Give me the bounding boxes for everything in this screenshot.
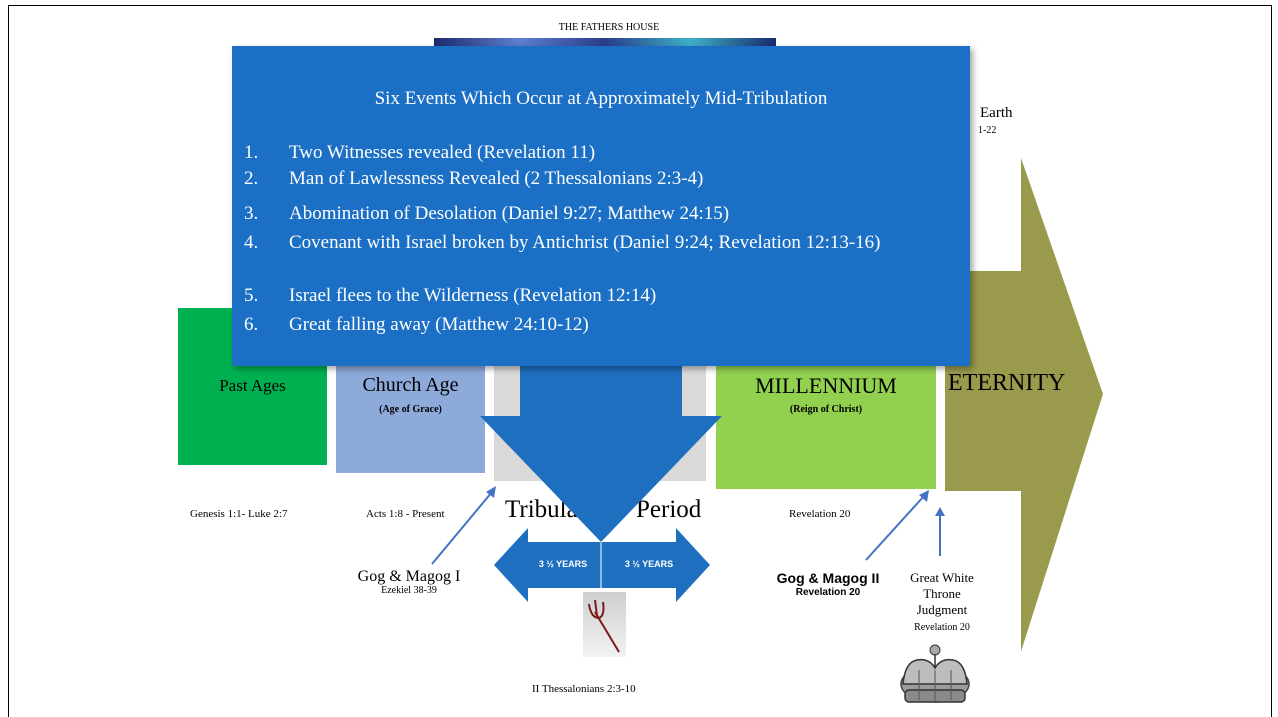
gog2-pointer-arrow	[865, 490, 929, 561]
events-title: Six Events Which Occur at Approximately …	[374, 88, 828, 109]
gog2-ref: Revelation 20	[795, 587, 861, 598]
event-number: 3.	[244, 203, 259, 224]
gog2-title: Gog & Magog II	[776, 570, 880, 586]
tribulation-label-end: Period	[636, 496, 702, 523]
millennium-sub: (Reign of Christ)	[789, 404, 863, 415]
white-throne-line2: Throne	[923, 586, 961, 601]
eternity-arrow	[943, 151, 1106, 659]
eternity-label: ETERNITY	[948, 370, 1066, 396]
white-throne-ref: Revelation 20	[914, 622, 970, 633]
crown-icon	[900, 644, 970, 703]
trident-icon	[588, 599, 620, 653]
white-throne-line3: Judgment	[916, 602, 968, 617]
frame-top-line	[8, 5, 1272, 6]
church-age-box	[336, 345, 485, 473]
frame-left-line	[8, 5, 9, 717]
church-age-sub: (Age of Grace)	[379, 404, 442, 415]
event-number: 1.	[244, 142, 259, 163]
event-number: 2.	[244, 168, 259, 189]
frame-right-line	[1271, 5, 1272, 717]
revelation20-ref: Revelation 20	[789, 508, 851, 520]
event-text: Abomination of Desolation (Daniel 9:27; …	[289, 203, 730, 224]
event-text: Covenant with Israel broken by Antichris…	[289, 232, 881, 253]
house-title: THE FATHERS HOUSE	[558, 22, 660, 33]
years-double-arrow	[494, 528, 710, 602]
gog1-ref: Ezekiel 38-39	[381, 585, 437, 596]
event-text: Man of Lawlessness Revealed (2 Thessalon…	[289, 168, 704, 189]
mid-tribulation-down-arrow	[480, 340, 722, 542]
event-text: Two Witnesses revealed (Revelation 11)	[289, 142, 596, 163]
white-throne-line1: Great White	[910, 570, 974, 585]
event-text: Great falling away (Matthew 24:10-12)	[289, 314, 589, 335]
past-ages-label: Past Ages	[219, 376, 286, 395]
genesis-ref: Genesis 1:1- Luke 2:7	[190, 508, 288, 520]
gog1-pointer-arrow	[431, 486, 496, 565]
event-number: 6.	[244, 314, 259, 335]
acts-ref: Acts 1:8 - Present	[366, 508, 445, 520]
millennium-box	[716, 345, 936, 489]
mid-tribulation-events-box: Six Events Which Occur at Approximately …	[232, 46, 970, 366]
church-age-label: Church Age	[362, 374, 459, 396]
thessalonians-ref: II Thessalonians 2:3-10	[532, 683, 636, 695]
event-number: 5.	[244, 285, 259, 306]
millennium-label: MILLENNIUM	[755, 373, 897, 398]
earth-label: Earth	[980, 105, 1013, 121]
trident-image	[583, 592, 626, 657]
event-text: Israel flees to the Wilderness (Revelati…	[289, 285, 657, 306]
years-right-label: 3 ½ YEARS	[624, 559, 674, 569]
years-left-label: 3 ½ YEARS	[538, 559, 588, 569]
white-throne-pointer-arrow	[935, 507, 945, 556]
gog1-title: Gog & Magog I	[357, 568, 461, 585]
event-number: 4.	[244, 232, 259, 253]
earth-ref: 1-22	[978, 125, 997, 136]
